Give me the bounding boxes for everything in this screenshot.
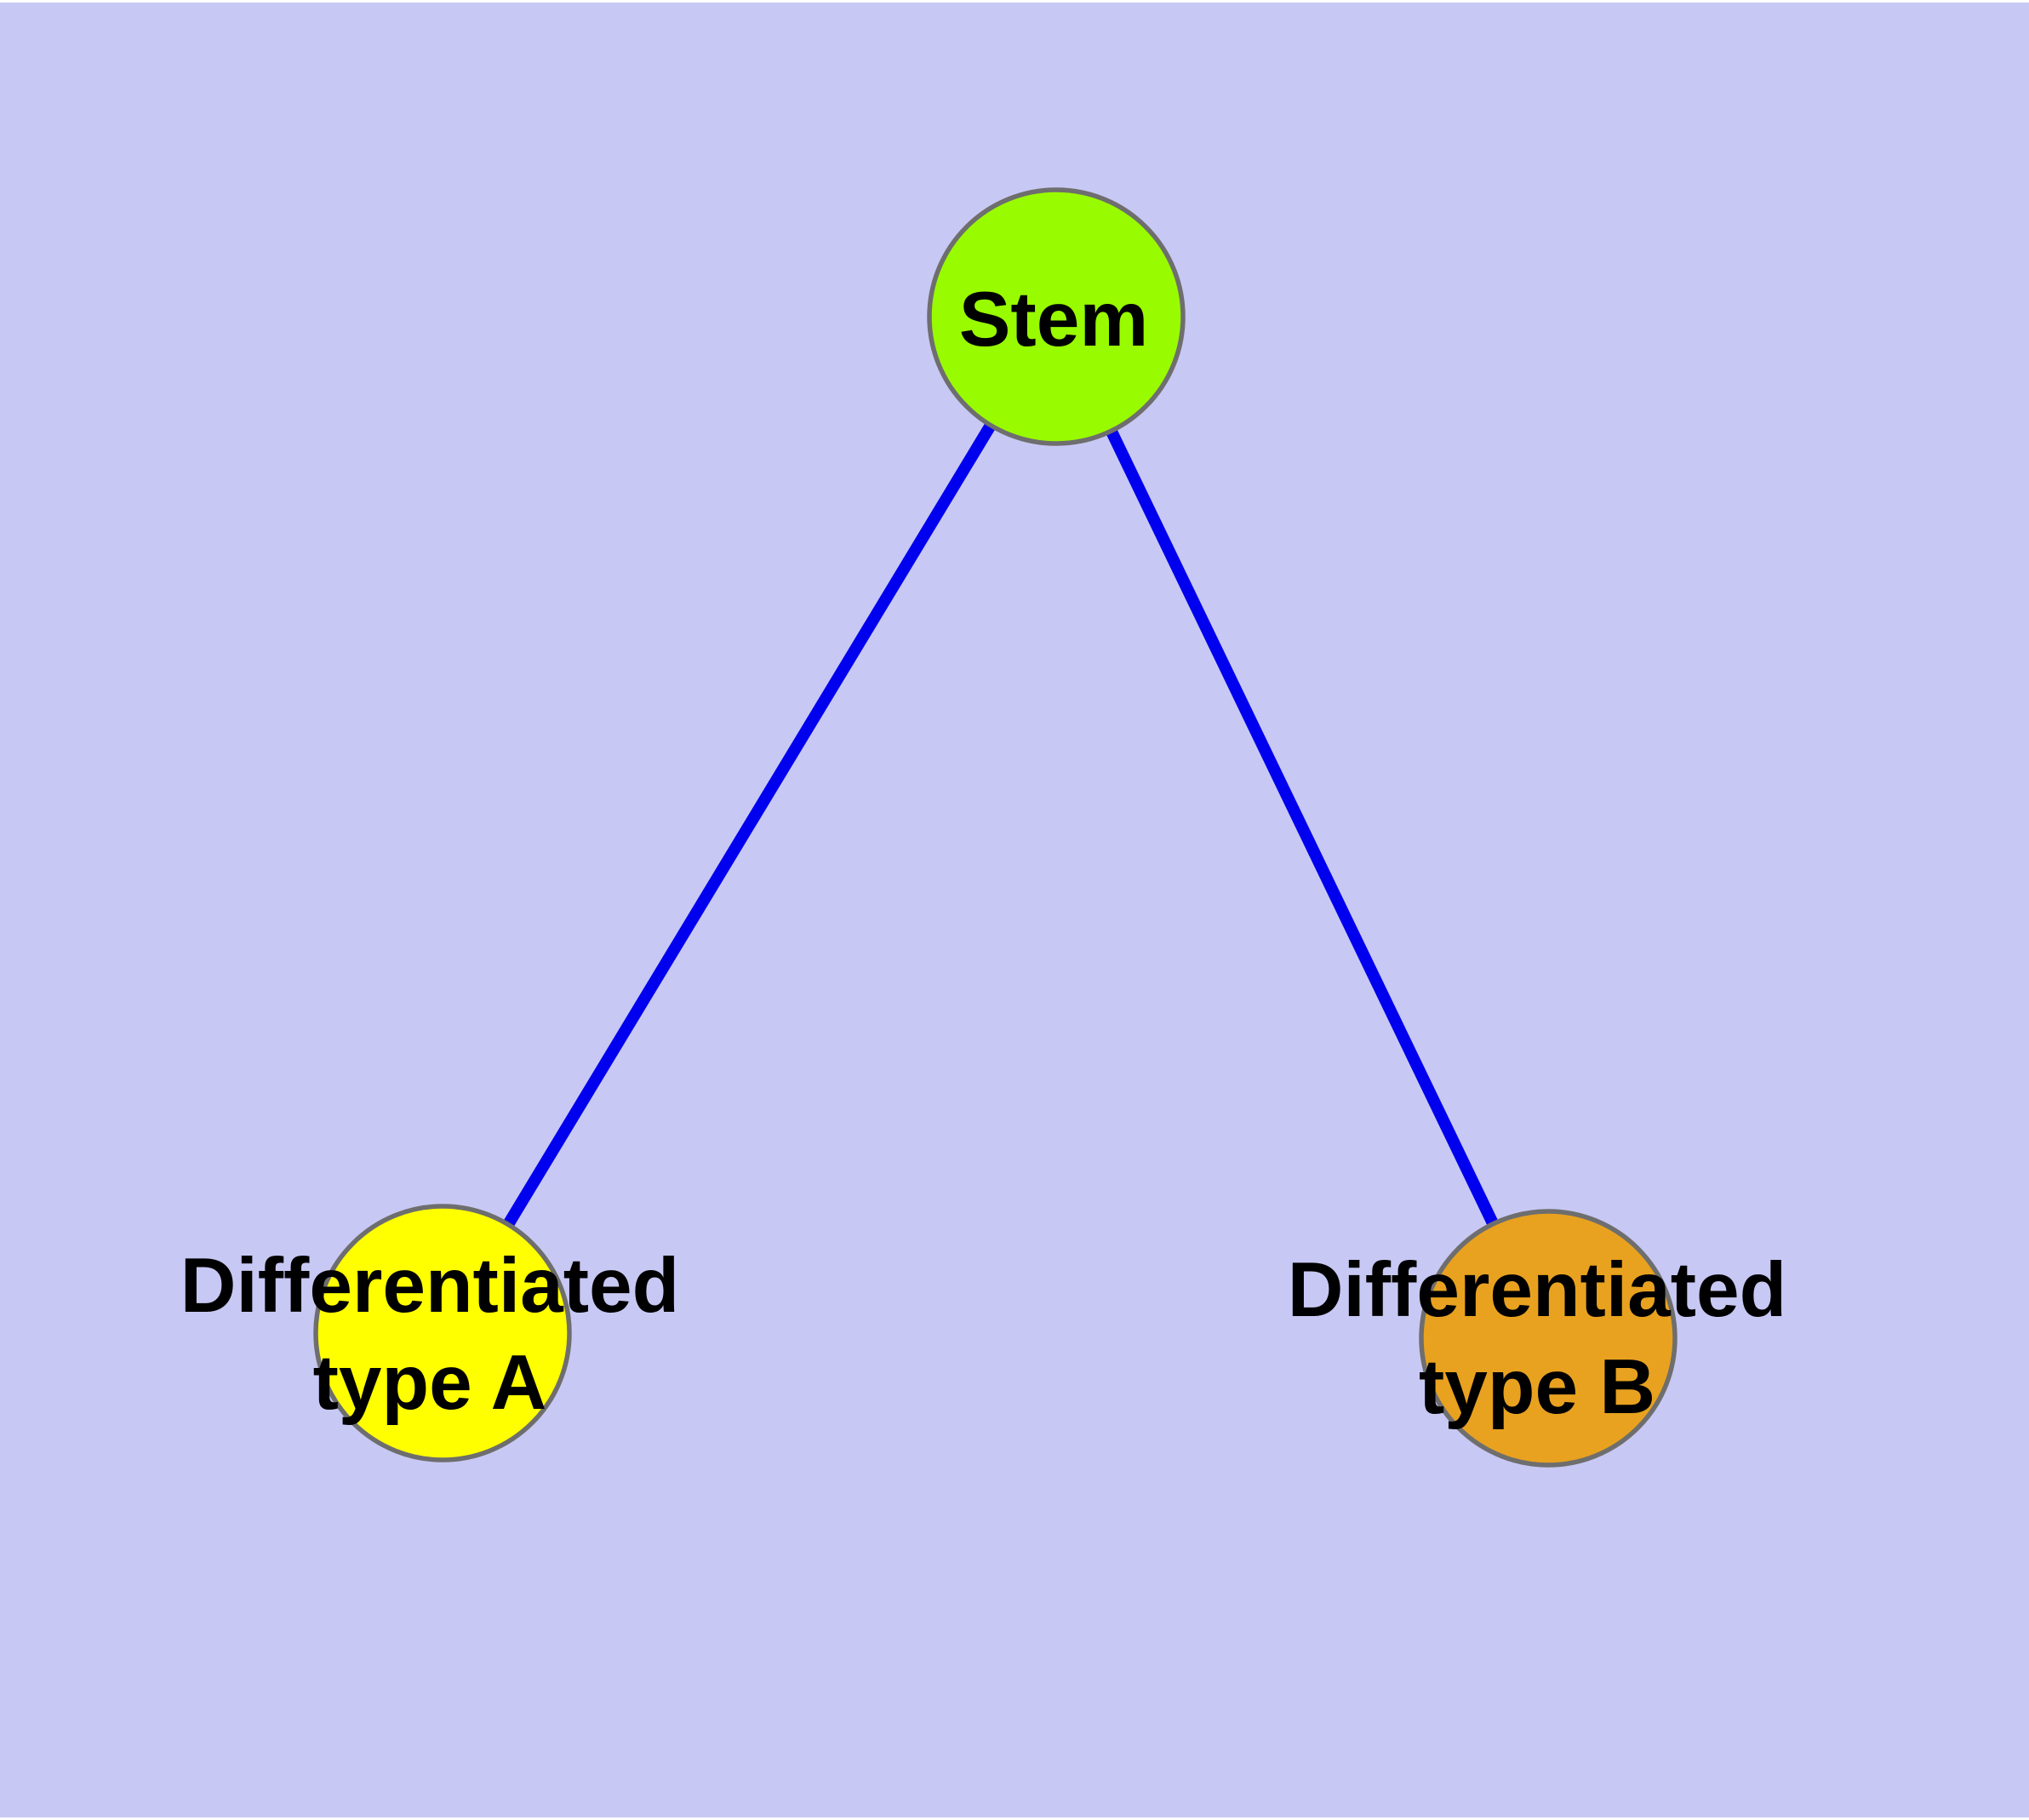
node-differentiated-type-a[interactable] [313, 1204, 572, 1462]
edge-stem-to-type-b [1050, 313, 1554, 1342]
node-differentiated-type-b[interactable] [1419, 1209, 1677, 1468]
edge-stem-to-type-a [437, 313, 1061, 1336]
node-stem[interactable] [927, 187, 1186, 446]
